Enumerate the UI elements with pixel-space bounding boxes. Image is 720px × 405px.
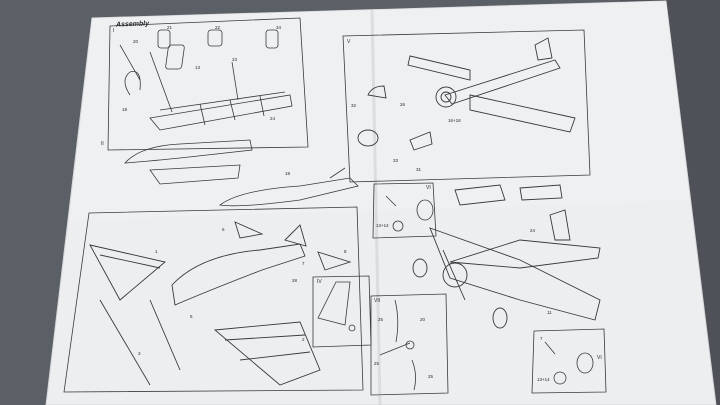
part-number: 25: [428, 374, 434, 379]
part-number: 2: [302, 337, 305, 342]
panel-ii-drawing: [124, 139, 359, 207]
part-number: 5: [190, 314, 193, 319]
part-number: 26: [400, 102, 406, 107]
part-number: 25: [378, 317, 384, 322]
part-number: 13+14: [537, 377, 550, 382]
part-number: 28: [292, 278, 298, 283]
panel-v-aircraft: [357, 37, 576, 151]
part-number: 8: [344, 249, 347, 254]
section-label-vii: VII: [374, 298, 381, 304]
panel-vii-frame: [370, 293, 449, 396]
part-number: 18: [122, 107, 128, 112]
panel-iv-drawing: [317, 281, 356, 332]
panel-i-drawing: [119, 29, 293, 131]
part-number: 20: [133, 39, 139, 44]
part-number: 24: [530, 228, 536, 233]
part-number: 22: [215, 25, 221, 30]
part-number: 6: [222, 227, 225, 232]
part-number: 21: [167, 25, 173, 30]
panel-i-frame: [107, 17, 309, 151]
panel-vi-aircraft: [412, 184, 601, 329]
part-number: 7: [540, 336, 543, 341]
part-number: 13: [195, 65, 201, 70]
panel-vi-a-frame: [372, 182, 437, 239]
part-number: 19: [285, 171, 291, 176]
part-number: 7: [302, 261, 305, 266]
part-number: 20: [420, 317, 426, 322]
panel-vi-a-drawing: [385, 195, 434, 232]
section-label-vi-a: VI: [426, 185, 431, 191]
panel-vii-drawing: [379, 299, 416, 391]
part-number: 24: [270, 116, 276, 121]
panel-iii-frame: [63, 206, 364, 393]
section-label-v: V: [347, 39, 351, 45]
section-label-iv: IV: [317, 279, 322, 285]
sheet-title: Assembly: [115, 20, 150, 29]
part-number: 3: [138, 351, 141, 356]
part-number: 31: [416, 167, 422, 172]
part-number: 33: [393, 158, 399, 163]
panel-iv-frame: [312, 275, 372, 348]
part-number: 23: [232, 57, 238, 62]
panel-vi-b-frame: [531, 328, 607, 394]
panel-v-frame: [342, 29, 591, 183]
panel-iii-drawing: [89, 221, 352, 386]
sheet-fold: [370, 9, 382, 405]
part-number: 16+18: [448, 118, 461, 123]
part-number: 25: [374, 361, 380, 366]
part-number: 34: [276, 25, 282, 30]
part-number: 32: [351, 103, 357, 108]
part-number: 11: [547, 310, 552, 315]
part-number: 1: [155, 249, 158, 254]
section-label-i: I: [113, 28, 115, 34]
part-number: 13+14: [376, 223, 389, 228]
section-label-vi-b: VI: [597, 355, 602, 361]
section-label-ii: II: [101, 141, 104, 147]
panel-vi-b-drawing: [544, 341, 594, 385]
